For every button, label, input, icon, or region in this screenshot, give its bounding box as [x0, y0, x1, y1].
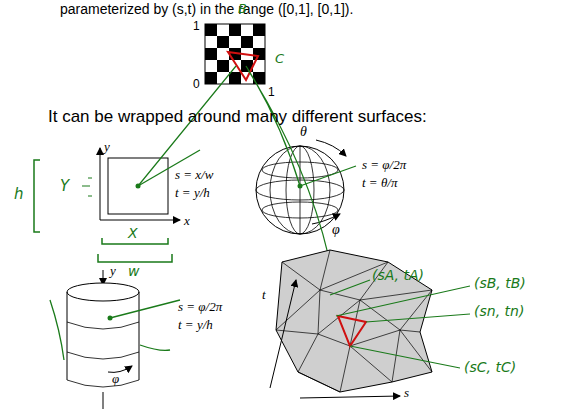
vertex-mark: C [275, 52, 284, 66]
hand-note: w [128, 264, 139, 279]
formula: t = θ/π [362, 176, 397, 190]
hand-note: (sn, tn) [474, 304, 524, 319]
checkerboard [205, 24, 265, 84]
axis-label: s [404, 386, 409, 400]
formula: t = y/h [175, 186, 210, 200]
axis-label: t [262, 288, 266, 302]
axis-label: x [184, 214, 190, 228]
checker-square [205, 24, 217, 36]
checker-square [217, 60, 229, 72]
checker-square [253, 24, 265, 36]
checker-square [241, 36, 253, 48]
checker-square [253, 72, 265, 84]
vertex-mark: B [238, 2, 247, 16]
axis-tick: 1 [193, 20, 200, 33]
axis-tick: 0 [193, 78, 200, 91]
axis-label: y [110, 264, 116, 278]
axis-tick: 1 [268, 86, 275, 99]
checker-square [229, 72, 241, 84]
axis-label: φ [112, 372, 119, 386]
axis-label: θ [300, 124, 307, 139]
hand-note: h [14, 186, 24, 203]
formula: s = x/w [175, 168, 213, 182]
axis-label: y [104, 140, 110, 154]
body-text: It can be wrapped around many different … [48, 108, 427, 127]
checker-square [229, 24, 241, 36]
checker-square [217, 36, 229, 48]
caption-text: parameterized by (s,t) in the range ([0,… [60, 2, 353, 17]
axis-label: φ [332, 222, 340, 237]
formula: s = φ/2π [362, 158, 406, 172]
checker-square [205, 48, 217, 60]
hand-note: (sC, tC) [464, 360, 516, 375]
hand-note: X [128, 226, 138, 241]
formula: t = y/h [178, 318, 213, 332]
formula: s = φ/2π [178, 300, 222, 314]
hand-note: (sA, tA) [372, 268, 424, 283]
hand-note: Y [60, 178, 69, 195]
checker-square [205, 72, 217, 84]
checker-square [253, 48, 265, 60]
hand-note: (sB, tB) [474, 276, 526, 291]
